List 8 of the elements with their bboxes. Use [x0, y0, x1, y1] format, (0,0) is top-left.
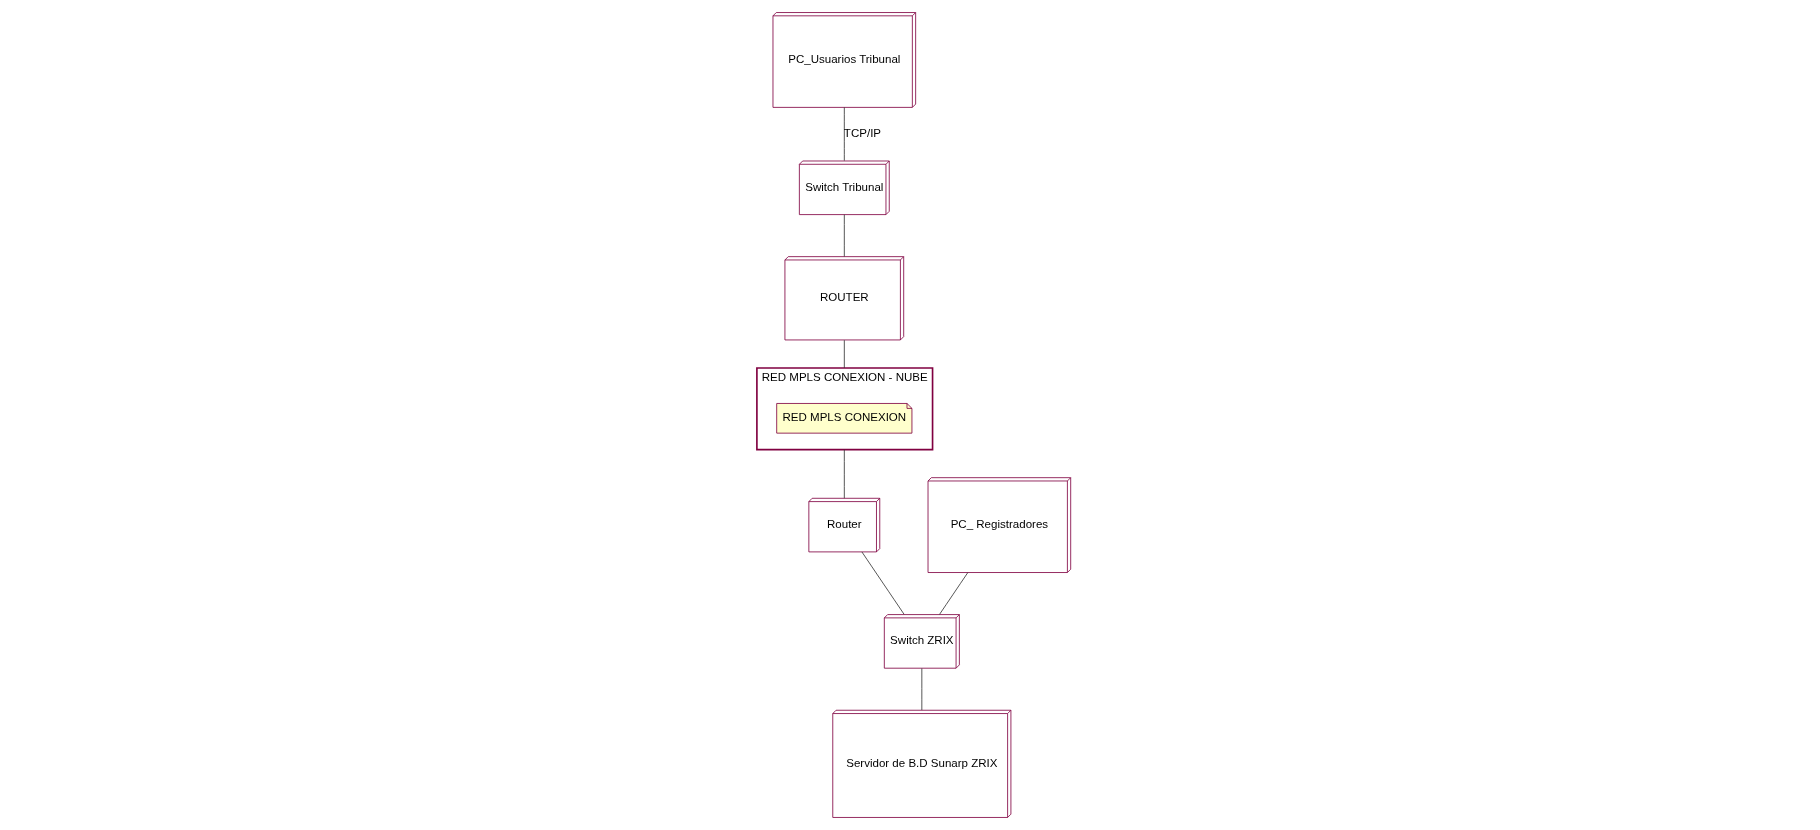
edge-label: TCP/IP — [843, 127, 881, 140]
connector — [843, 214, 845, 257]
connector — [938, 572, 968, 615]
connector — [920, 668, 922, 711]
connector — [843, 449, 845, 499]
connector — [843, 107, 845, 162]
connector — [843, 339, 845, 369]
connector — [861, 551, 904, 615]
